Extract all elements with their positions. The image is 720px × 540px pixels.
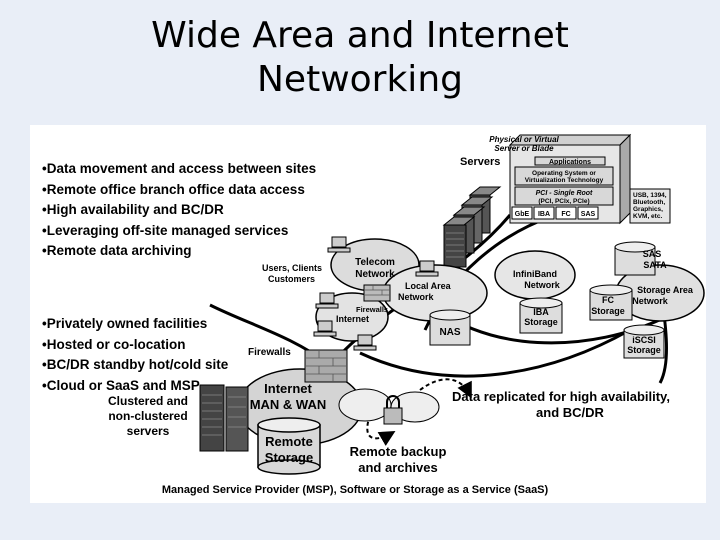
bullet-list-bottom: Privately owned facilitiesHosted or co-l… xyxy=(42,314,229,397)
firewall-icon xyxy=(304,349,348,383)
lock-icon xyxy=(383,395,403,425)
label-slot-gbe: GbE xyxy=(515,211,530,218)
label-servers: Servers xyxy=(460,156,500,168)
bullet-bottom-2: Hosted or co-location xyxy=(42,335,228,356)
label-clustered-1: Clustered and xyxy=(108,394,188,408)
label-fc-storage-1: FC xyxy=(602,295,614,305)
label-nas: NAS xyxy=(439,327,460,338)
label-remote-storage-2: Storage xyxy=(265,450,313,465)
label-remote-backup-2: and archives xyxy=(358,460,438,475)
label-internet-wan-1: Internet xyxy=(264,381,312,396)
label-lan-1: Local Area xyxy=(405,281,452,291)
label-usb-4: KVM, etc. xyxy=(633,213,662,220)
label-os-2: Virtualization Technology xyxy=(525,177,604,184)
bullet-top-5: Remote data archiving xyxy=(42,241,316,262)
bullet-bottom-3: BC/DR standby hot/cold site xyxy=(42,355,229,376)
label-firewalls-small: Firewalls xyxy=(356,305,388,314)
label-remote-backup-1: Remote backup xyxy=(350,444,447,459)
label-san-1: Storage Area xyxy=(637,285,694,295)
label-users-2: Customers xyxy=(268,274,315,284)
label-infiniband-2: Network xyxy=(524,280,561,290)
network-diagram: Physical or Virtual Server or Blade Appl… xyxy=(30,125,706,503)
label-internet-wan-2: MAN & WAN xyxy=(250,397,327,412)
label-clustered-3: servers xyxy=(127,424,170,438)
desktop-computers xyxy=(313,236,439,351)
remote-storage xyxy=(257,417,321,475)
label-internet-small: Internet xyxy=(336,314,369,324)
label-server-box-title-2: Server or Blade xyxy=(494,144,554,153)
server-racks xyxy=(442,186,502,268)
iscsi-storage xyxy=(623,324,665,359)
label-os-1: Operating System or xyxy=(532,170,596,177)
title-line-2: Networking xyxy=(257,59,463,100)
diagram-labels: Physical or Virtual Server or Blade Appl… xyxy=(108,135,694,496)
label-infiniband-1: InfiniBand xyxy=(513,269,557,279)
bullet-top-2: Remote office branch office data access xyxy=(42,180,316,201)
fc-storage xyxy=(589,284,633,321)
bullet-bottom-1: Privately owned facilities xyxy=(42,314,228,335)
firewall-small-icon xyxy=(363,284,391,302)
label-slot-fc: FC xyxy=(561,211,570,218)
label-firewalls: Firewalls xyxy=(248,347,291,358)
sas-sata-storage xyxy=(614,241,656,276)
label-pci-2: (PCI, PCIx, PCIe) xyxy=(538,198,589,205)
label-usb-3: Graphics, xyxy=(633,206,663,213)
label-footer: Managed Service Provider (MSP), Software… xyxy=(162,484,549,496)
title-line-1: Wide Area and Internet xyxy=(151,15,569,56)
label-usb-2: Bluetooth, xyxy=(633,199,665,206)
nas-storage xyxy=(429,309,471,346)
label-telecom-1: Telecom xyxy=(355,257,395,268)
diagram-graphics: Physical or Virtual Server or Blade Appl… xyxy=(108,133,705,496)
label-iscsi-2: Storage xyxy=(627,345,661,355)
label-server-box-title-1: Physical or Virtual xyxy=(489,135,559,144)
label-replicated-1: Data replicated for high availability, xyxy=(452,389,670,404)
label-fc-storage-2: Storage xyxy=(591,306,625,316)
label-telecom-2: Network xyxy=(355,269,395,280)
label-san-2: Network xyxy=(632,296,669,306)
slide-title: Wide Area and Internet Networking xyxy=(0,14,720,102)
label-lan-2: Network xyxy=(398,292,435,302)
label-iscsi-1: iSCSI xyxy=(632,335,656,345)
label-slot-sas: SAS xyxy=(581,211,596,218)
label-usb-1: USB, 1394, xyxy=(633,192,667,199)
bullet-bottom-4: Cloud or SaaS and MSP xyxy=(42,376,228,397)
label-pci-1: PCI - Single Root xyxy=(536,190,593,197)
label-iba-storage-2: Storage xyxy=(524,317,558,327)
label-applications: Applications xyxy=(549,159,591,166)
label-clustered-2: non-clustered xyxy=(108,409,187,423)
bullet-top-4: Leveraging off-site managed services xyxy=(42,221,316,242)
server-blade-box xyxy=(508,133,671,225)
remote-backup-cloud xyxy=(338,388,440,423)
bullet-top-3: High availability and BC/DR xyxy=(42,200,316,221)
label-slot-iba: IBA xyxy=(538,211,550,218)
bullet-top-1: Data movement and access between sites xyxy=(42,159,316,180)
label-replicated-2: and BC/DR xyxy=(536,405,605,420)
bullet-list-top: Data movement and access between sitesRe… xyxy=(42,159,316,262)
label-sas-sata-2: SATA xyxy=(643,260,667,270)
label-sas-sata-1: SAS xyxy=(643,249,662,259)
clustered-server-racks xyxy=(199,384,249,452)
label-iba-storage-1: IBA xyxy=(533,307,549,317)
label-remote-storage-1: Remote xyxy=(265,434,313,449)
iba-storage xyxy=(519,297,563,334)
label-users-1: Users, Clients xyxy=(262,263,322,273)
